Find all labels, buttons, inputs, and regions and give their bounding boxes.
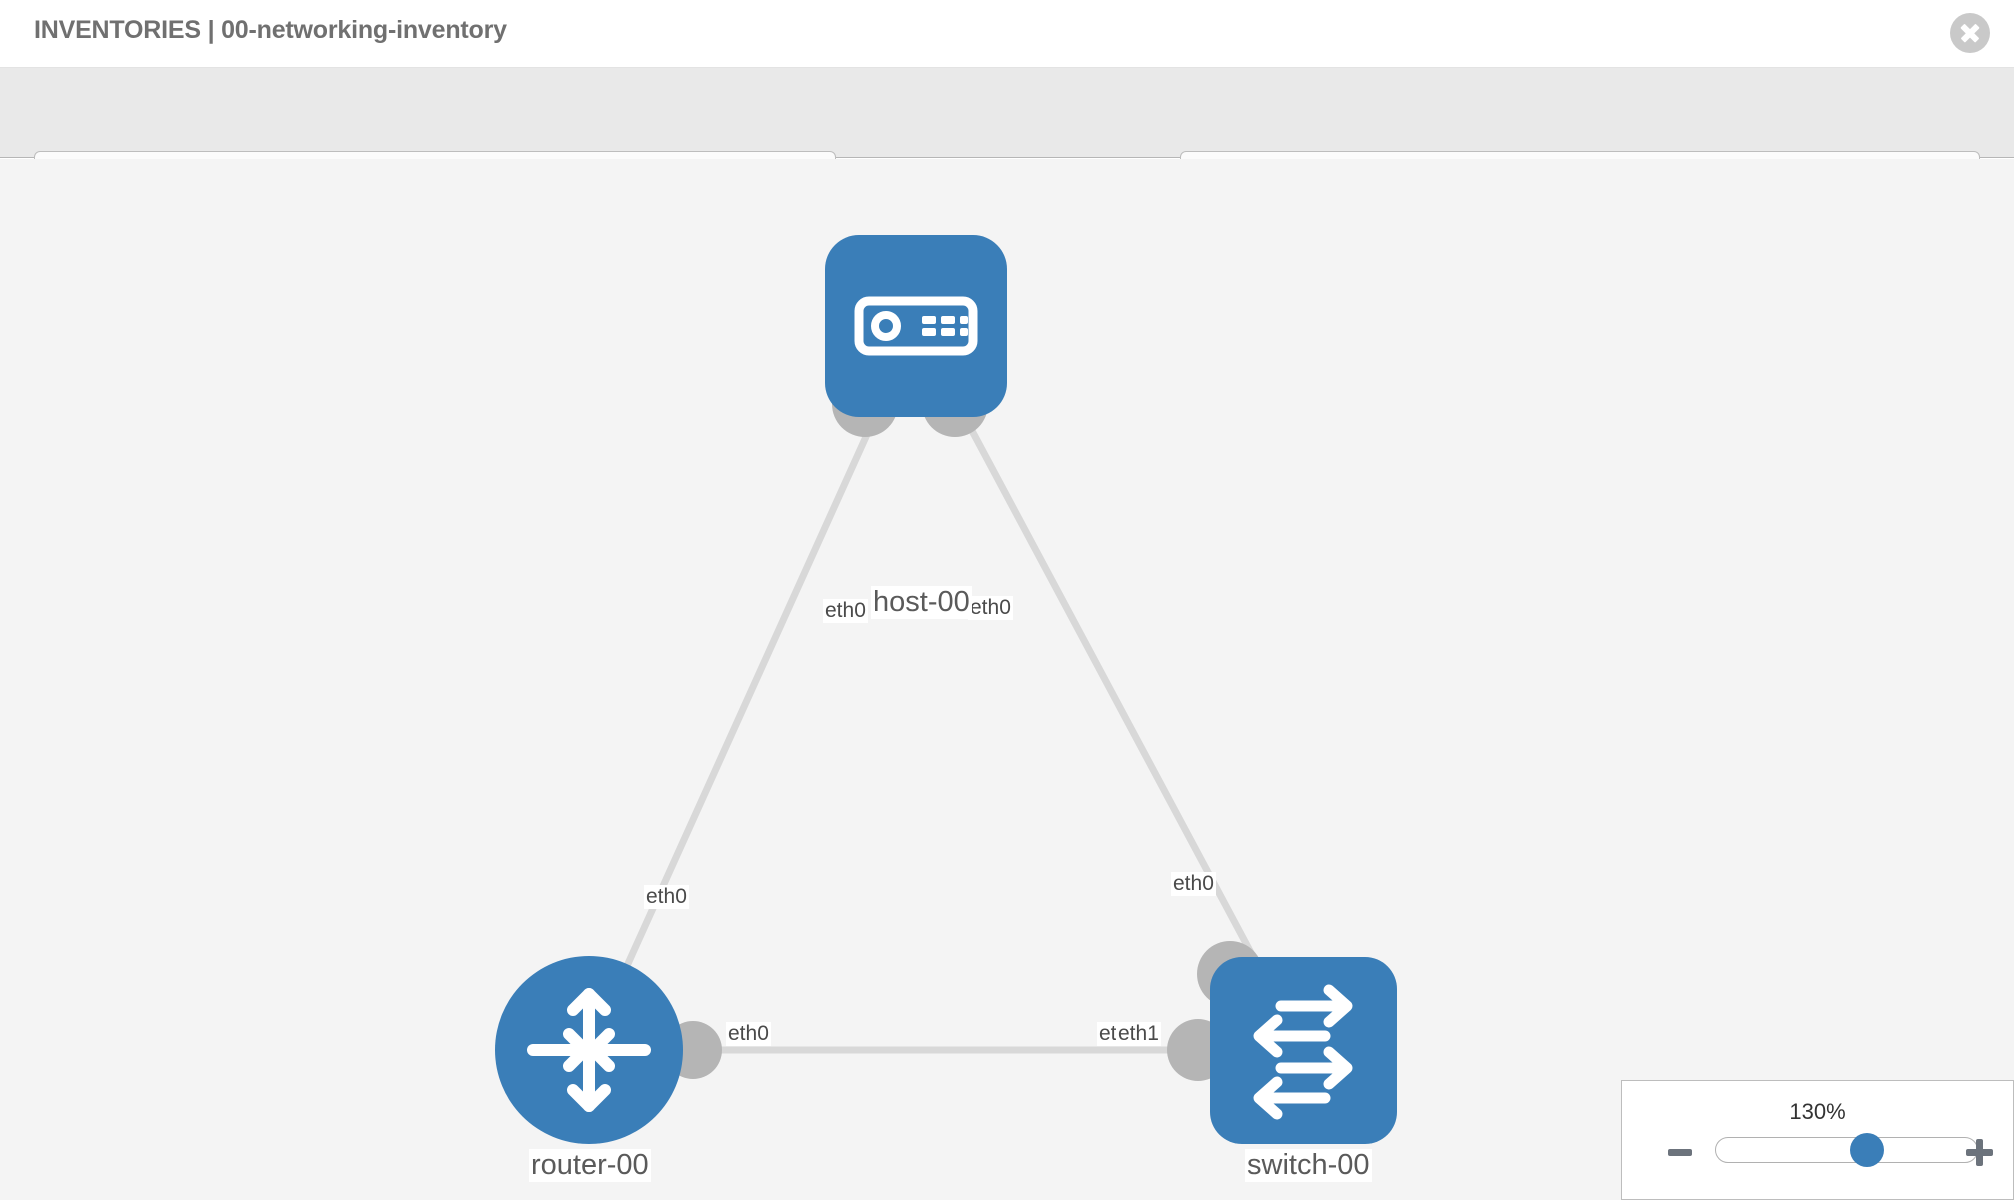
interface-stubs: [664, 371, 1263, 1081]
zoom-slider[interactable]: [1715, 1133, 1978, 1167]
zoom-out-button[interactable]: [1666, 1138, 1694, 1166]
iface-label: eth0: [1171, 872, 1216, 896]
zoom-control-panel: 130%: [1621, 1080, 2014, 1200]
topology-canvas[interactable]: eth0 eth0 eth0 eth0 eth0 eth0 eth1 host-…: [0, 159, 2014, 1200]
node-label-host-00: host-00: [871, 586, 972, 619]
zoom-slider-thumb[interactable]: [1850, 1133, 1885, 1167]
page-header: INVENTORIES | 00-networking-inventory: [0, 0, 2014, 68]
iface-label: eth1: [1116, 1022, 1161, 1046]
close-icon[interactable]: [1950, 13, 1990, 53]
iface-label: eth0: [823, 599, 868, 623]
iface-label: eth0: [644, 885, 689, 909]
node-label-switch-00: switch-00: [1245, 1149, 1372, 1182]
zoom-in-button[interactable]: [1965, 1138, 1993, 1166]
node-host-00: [825, 235, 1007, 417]
zoom-level-value: 130%: [1789, 1099, 1846, 1124]
iface-label: eth0: [726, 1022, 771, 1046]
iface-label: eth0: [968, 596, 1013, 620]
node-label-router-00: router-00: [529, 1149, 651, 1182]
topology-graph: [495, 235, 1397, 1144]
link-host-router: [585, 324, 920, 1052]
link-host-switch: [912, 324, 1307, 1052]
node-router-00: [495, 956, 683, 1144]
page-title: INVENTORIES | 00-networking-inventory: [34, 16, 507, 44]
toolbar: ACTIONS SEARCH: [0, 68, 2014, 205]
node-switch-00: [1210, 957, 1397, 1144]
